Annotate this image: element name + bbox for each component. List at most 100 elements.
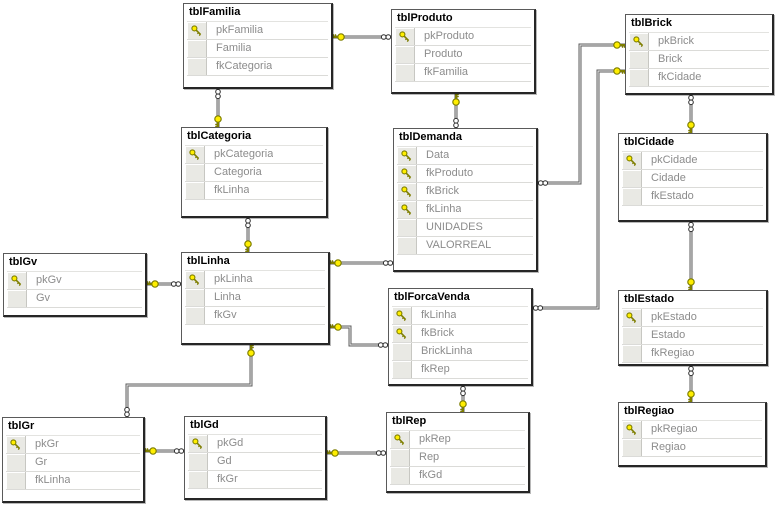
field-name: fkRep [421, 363, 450, 375]
table-row[interactable]: pkEstado [622, 309, 763, 327]
relationship-tblLinha-tblDemanda[interactable] [329, 259, 394, 267]
table-row[interactable]: fkGr [188, 471, 322, 489]
table-row[interactable]: pkGr [6, 436, 140, 454]
table-row[interactable]: Familia [187, 40, 328, 58]
table-row[interactable]: fkEstado [622, 188, 763, 206]
table-title[interactable]: tblGd [190, 419, 219, 431]
table-title[interactable]: tblCidade [624, 136, 675, 148]
relationship-tblGr-tblGd[interactable] [144, 447, 185, 455]
table-row[interactable]: pkGv [7, 272, 142, 290]
table-row[interactable]: fkLinha [6, 472, 140, 490]
primary-key-icon [401, 204, 412, 215]
table-row[interactable]: fkBrick [392, 325, 528, 343]
table-row[interactable]: BrickLinha [392, 343, 528, 361]
table-row[interactable]: Categoria [185, 164, 323, 182]
table-row[interactable]: pkRegiao [622, 421, 762, 439]
relationship-tblGv-tblLinha[interactable] [146, 280, 182, 288]
relationship-tblRegiao-tblEstado[interactable] [687, 365, 695, 403]
relationship-tblCategoria-tblFamilia[interactable] [214, 88, 222, 128]
table-row[interactable]: VALORREAL [397, 237, 533, 255]
field-name: UNIDADES [426, 221, 483, 233]
table-title[interactable]: tblEstado [624, 293, 675, 305]
table-row[interactable]: fkLinha [397, 201, 533, 219]
relationship-tblFamilia-tblProduto[interactable] [332, 33, 392, 41]
relationship-tblCidade-tblBrick[interactable] [687, 94, 695, 134]
relationship-tblEstado-tblCidade[interactable] [687, 221, 695, 291]
row-icon-cell [622, 170, 642, 187]
relationship-tblBrick-tblForcaVenda[interactable] [532, 67, 626, 311]
table-row[interactable]: Linha [185, 289, 325, 307]
table-title[interactable]: tblDemanda [399, 131, 462, 143]
table-row[interactable]: fkRegiao [622, 345, 763, 363]
table-row[interactable]: fkGv [185, 307, 325, 325]
table-row[interactable]: pkLinha [185, 271, 325, 289]
table-row[interactable]: Brick [629, 51, 769, 69]
relationship-tblGd-tblRep[interactable] [326, 449, 387, 457]
table-row[interactable]: fkBrick [397, 183, 533, 201]
table-row[interactable]: Produto [395, 46, 531, 64]
table-title[interactable]: tblLinha [187, 255, 230, 267]
relationship-tblRep-tblForcaVenda[interactable] [459, 385, 467, 413]
table-row[interactable]: pkFamilia [187, 22, 328, 40]
field-name: pkGd [217, 437, 244, 449]
table-title[interactable]: tblRegiao [624, 405, 675, 417]
table-title[interactable]: tblRep [392, 415, 427, 427]
table-title[interactable]: tblFamilia [189, 6, 241, 18]
table-row[interactable]: pkRep [390, 431, 525, 449]
table-row[interactable]: pkCategoria [185, 146, 323, 164]
field-name: pkRegiao [651, 423, 698, 435]
table-title[interactable]: tblGv [9, 256, 38, 268]
table-title[interactable]: tblForcaVenda [394, 291, 470, 303]
table-row[interactable]: fkRep [392, 361, 528, 379]
table-row[interactable]: fkCidade [629, 69, 769, 87]
table-row[interactable]: UNIDADES [397, 219, 533, 237]
table-row[interactable]: fkCategoria [187, 58, 328, 76]
relationship-tblLinha-tblCategoria[interactable] [244, 217, 252, 253]
table-row[interactable]: Gr [6, 454, 140, 472]
field-name: Brick [658, 53, 683, 65]
table-row[interactable]: Rep [390, 449, 525, 467]
table-title[interactable]: tblGr [8, 420, 35, 432]
relationship-tblLinha-tblForcaVenda[interactable] [329, 323, 389, 348]
one-end-key-icon [146, 280, 159, 288]
table-title[interactable]: tblCategoria [187, 130, 252, 142]
table-row[interactable]: Cidade [622, 170, 763, 188]
table-row[interactable]: pkCidade [622, 152, 763, 170]
relationship-tblLinha-tblGr[interactable] [124, 344, 255, 418]
table-row[interactable]: fkFamilia [395, 64, 531, 82]
table-title[interactable]: tblProduto [397, 12, 453, 24]
table-row[interactable]: pkGd [188, 435, 322, 453]
table-row[interactable]: pkBrick [629, 33, 769, 51]
table-row[interactable]: fkLinha [185, 182, 323, 200]
table-row[interactable]: fkGd [390, 467, 525, 485]
table-row[interactable]: fkLinha [392, 307, 528, 325]
table-row[interactable]: fkProduto [397, 165, 533, 183]
table-row[interactable]: Estado [622, 327, 763, 345]
field-name: pkCidade [651, 154, 698, 166]
relationship-tblProduto-tblDemanda[interactable] [452, 93, 460, 129]
table-row[interactable]: Gv [7, 290, 142, 308]
relationship-tblBrick-tblDemanda[interactable] [537, 41, 626, 186]
table-row[interactable]: Gd [188, 453, 322, 471]
table-row[interactable]: pkProduto [395, 28, 531, 46]
table-row[interactable]: Data [397, 147, 533, 165]
table-title[interactable]: tblBrick [631, 17, 672, 29]
table-row[interactable]: Regiao [622, 439, 762, 457]
